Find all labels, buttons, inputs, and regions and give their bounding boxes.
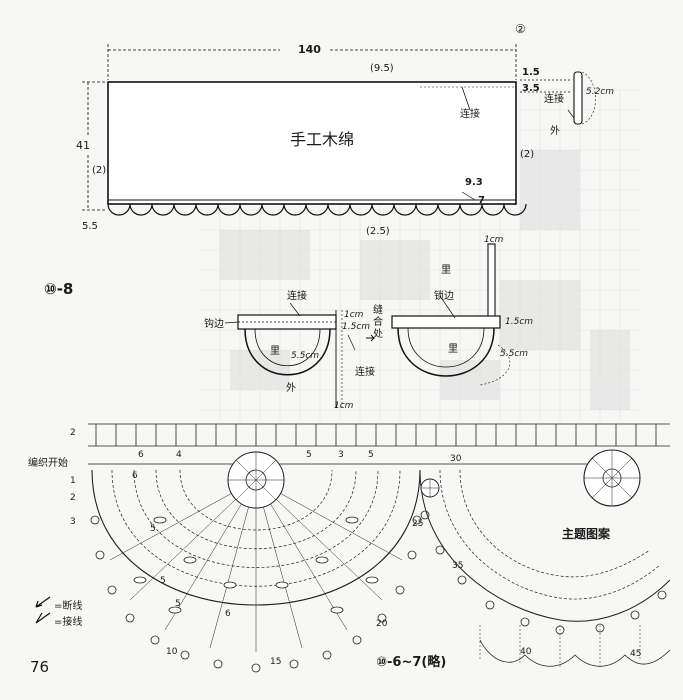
row-number: 20 xyxy=(376,619,388,629)
row-number: 6 xyxy=(132,471,138,481)
row-number: 6 xyxy=(225,609,231,619)
row-number: 5 xyxy=(160,576,166,586)
mid-left-join: 连接 xyxy=(287,291,307,302)
corner-value-label: 9.3 xyxy=(465,177,483,188)
row-number: 25 xyxy=(412,519,424,529)
left-margin-label: (2) xyxy=(92,165,107,176)
corner-mark: ② xyxy=(515,22,526,36)
mid-right-side-cm: 1.5cm xyxy=(505,317,534,327)
row-number: 2 xyxy=(70,428,76,438)
row-number: 3 xyxy=(70,517,76,527)
row-number: 35 xyxy=(452,561,464,571)
mid-right-top-cm: 1cm xyxy=(484,235,504,245)
top-offset-label: (9.5) xyxy=(370,63,394,74)
outer-label: 外 xyxy=(550,126,560,137)
motif-label: 主题图案 xyxy=(562,527,611,541)
mid-right-lock-edge: 锁边 xyxy=(434,291,454,302)
legend-join-line: =接线 xyxy=(54,617,83,628)
mid-right-inner: 里 xyxy=(448,344,458,355)
scallop-edge xyxy=(107,203,527,216)
mid-left-bottom-join: 连接 xyxy=(355,367,375,378)
corner-num-label: 7 xyxy=(478,195,485,206)
second-fan xyxy=(419,469,671,622)
width-label: 140 xyxy=(298,43,321,56)
row-number: 5 xyxy=(306,450,312,460)
chain-rows xyxy=(88,423,670,465)
row-number: 5 xyxy=(175,599,181,609)
side-join-label: 连接 xyxy=(544,94,564,105)
pocket-height-label: 5.2cm xyxy=(586,87,615,97)
legend-break-line: =断线 xyxy=(54,601,83,612)
mid-left-depth: 5.5cm xyxy=(291,351,320,361)
row-number: 3 xyxy=(338,450,344,460)
section-label: ⑩-8 xyxy=(44,280,74,298)
bag-curve xyxy=(244,328,331,376)
mid-left-inner: 里 xyxy=(270,346,280,357)
scallop-height-label: 5.5 xyxy=(82,221,98,232)
mid-left-edge: 钩边 xyxy=(204,319,224,330)
mid-left-side-cm: 1.5cm xyxy=(342,322,371,332)
right-top-value-2: 3.5 xyxy=(522,83,540,94)
seam-char-1: 缝 xyxy=(373,305,383,316)
width-dimension xyxy=(107,44,517,80)
row-number: 30 xyxy=(450,454,462,464)
right-margin-label: (2) xyxy=(520,149,535,160)
start-label: 编织开始 xyxy=(28,458,68,469)
row-number: 15 xyxy=(270,657,282,667)
chart-title: ⑩-6~7(略) xyxy=(376,655,447,670)
pocket-side-view xyxy=(573,71,583,125)
join-label: 连接 xyxy=(460,109,480,120)
height-label: 41 xyxy=(76,139,90,152)
mid-left-top-cm: 1cm xyxy=(344,310,364,320)
seam-char-2: 合 xyxy=(373,317,383,328)
mid-right-diagram xyxy=(391,243,511,386)
height-dimension xyxy=(82,81,106,211)
row-number: 45 xyxy=(630,649,642,659)
row-number: 5 xyxy=(368,450,374,460)
crochet-chart xyxy=(88,423,671,673)
row-number: 10 xyxy=(166,647,178,657)
row-number: 2 xyxy=(70,493,76,503)
row-number: 40 xyxy=(520,647,532,657)
row-number: 5 xyxy=(150,524,156,534)
right-top-value-1: 1.5 xyxy=(522,67,540,78)
page-number: 76 xyxy=(30,658,50,676)
top-panel xyxy=(82,44,596,216)
mid-left-diagram xyxy=(224,302,376,408)
row-number: 4 xyxy=(176,450,182,460)
row-number: 1 xyxy=(70,476,76,486)
mid-left-outer: 外 xyxy=(286,383,296,394)
mid-right-depth: 5.5cm xyxy=(500,349,529,359)
mid-left-bottom-cm: 1cm xyxy=(334,401,354,411)
seam-char-3: 处 xyxy=(373,329,383,340)
fabric-rectangle xyxy=(107,81,517,205)
mid-right-inner-top: 里 xyxy=(441,265,451,276)
scallop-pitch-label: (2.5) xyxy=(366,226,390,237)
legend-symbols xyxy=(35,596,51,624)
row-number: 6 xyxy=(138,450,144,460)
fabric-label: 手工木绵 xyxy=(290,130,355,149)
